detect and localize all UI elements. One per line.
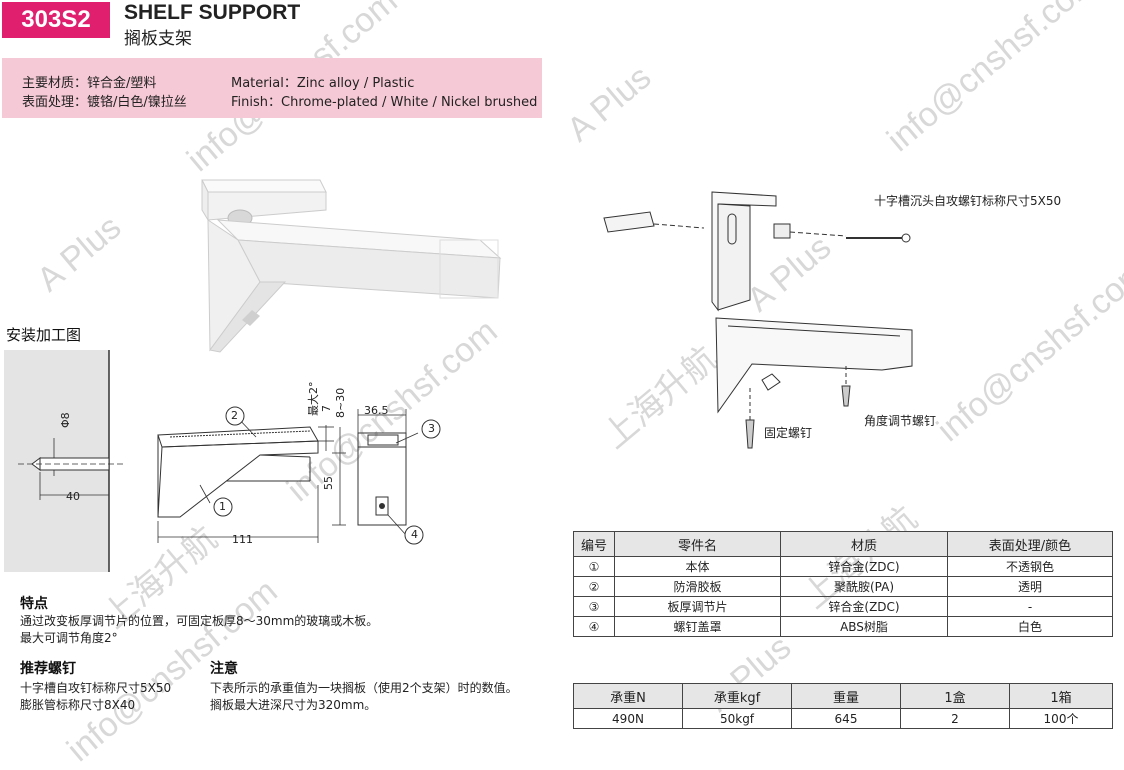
features-line-1: 通过改变板厚调节片的位置，可固定板厚8～30mm的玻璃或木板。 — [20, 614, 379, 628]
table-header-cell: 表面处理/颜色 — [947, 531, 1113, 557]
spec-material-en: Material：Zinc alloy / Plastic — [231, 76, 415, 91]
screw-label: 十字槽沉头自攻螺钉标称尺寸5X50 — [874, 194, 1062, 208]
features-line-2: 最大可调节角度2° — [20, 631, 118, 645]
dim-55: 55 — [322, 476, 335, 490]
screws-line-1: 十字槽自攻钉标称尺寸5X50 — [20, 681, 172, 695]
watermark-brand: A Plus — [560, 58, 659, 150]
parts-table: 编号 零件名 材质 表面处理/颜色 ① 本体 锌合金(ZDC) 不透钢色 ② 防… — [573, 531, 1113, 637]
dim-7: 7 — [320, 405, 333, 412]
table-cell: ③ — [573, 596, 615, 617]
table-cell: 本体 — [614, 556, 781, 577]
title-chinese: 搁板支架 — [124, 29, 192, 49]
exploded-view — [603, 191, 913, 449]
table-header-cell: 承重N — [573, 683, 683, 709]
install-drawing — [4, 350, 124, 572]
table-cell: 100个 — [1009, 708, 1113, 729]
screws-line-2: 膨胀管标称尺寸8X40 — [20, 698, 136, 712]
table-cell: 锌合金(ZDC) — [780, 556, 948, 577]
screws-title: 推荐螺钉 — [20, 661, 76, 677]
hole-diameter-label: Φ8 — [59, 412, 72, 428]
table-cell: 不透钢色 — [947, 556, 1113, 577]
spec-finish-en: Finish：Chrome-plated / White / Nickel br… — [231, 95, 538, 110]
table-cell: 645 — [791, 708, 901, 729]
table-cell: 50kgf — [682, 708, 792, 729]
table-cell: 防滑胶板 — [614, 576, 781, 597]
table-row: ④ 螺钉盖罩 ABS树脂 白色 — [573, 616, 1113, 637]
table-header-cell: 承重kgf — [682, 683, 792, 709]
table-cell: 透明 — [947, 576, 1113, 597]
hole-depth-label: 40 — [66, 490, 80, 503]
table-row: ② 防滑胶板 聚酰胺(PA) 透明 — [573, 576, 1113, 597]
table-header-cell: 编号 — [573, 531, 615, 557]
table-cell: - — [947, 596, 1113, 617]
callout-4: 4 — [411, 528, 418, 541]
table-cell: 锌合金(ZDC) — [780, 596, 948, 617]
table-cell: 聚酰胺(PA) — [780, 576, 948, 597]
dim-max-angle: 最大2° — [307, 381, 320, 417]
table-cell: ④ — [573, 616, 615, 637]
table-cell: 490N — [573, 708, 683, 729]
watermark-email: info@cnshsf.com — [880, 0, 1105, 160]
dim-111: 111 — [232, 533, 253, 546]
load-table: 承重N 承重kgf 重量 1盒 1箱 490N 50kgf 645 2 100个 — [573, 683, 1113, 729]
callout-1: 1 — [219, 500, 226, 513]
table-header-cell: 材质 — [780, 531, 948, 557]
spec-finish-cn: 表面处理：镀铬/白色/镍拉丝 — [22, 95, 187, 110]
callout-2: 2 — [231, 409, 238, 422]
dim-8-30: 8~30 — [334, 387, 347, 418]
table-header-cell: 1箱 — [1009, 683, 1113, 709]
dim-36-5: 36.5 — [364, 404, 389, 417]
features-title: 特点 — [20, 596, 48, 612]
table-cell: 螺钉盖罩 — [614, 616, 781, 637]
table-header-row: 编号 零件名 材质 表面处理/颜色 — [573, 531, 1113, 557]
table-cell: 板厚调节片 — [614, 596, 781, 617]
watermark-brand: A Plus — [30, 208, 129, 300]
install-title: 安装加工图 — [6, 326, 82, 344]
table-header-cell: 1盒 — [900, 683, 1010, 709]
product-code-badge: 303S2 — [2, 2, 110, 38]
notes-title: 注意 — [210, 661, 238, 677]
table-row: 490N 50kgf 645 2 100个 — [573, 708, 1113, 729]
callout-3: 3 — [428, 422, 435, 435]
table-row: ① 本体 锌合金(ZDC) 不透钢色 — [573, 556, 1113, 577]
table-cell: ② — [573, 576, 615, 597]
table-cell: 2 — [900, 708, 1010, 729]
technical-drawing — [157, 406, 441, 545]
table-cell: ① — [573, 556, 615, 577]
table-header-row: 承重N 承重kgf 重量 1盒 1箱 — [573, 683, 1113, 709]
table-cell: 白色 — [947, 616, 1113, 637]
angle-screw-label: 角度调节螺钉 — [864, 414, 937, 428]
product-render — [201, 179, 502, 353]
title-english: SHELF SUPPORT — [124, 1, 301, 24]
table-header-cell: 零件名 — [614, 531, 781, 557]
table-header-cell: 重量 — [791, 683, 901, 709]
fix-screw-label: 固定螺钉 — [764, 426, 813, 440]
spec-band — [2, 58, 542, 118]
spec-material-cn: 主要材质：锌合金/塑料 — [22, 76, 157, 91]
notes-line-2: 搁板最大进深尺寸为320mm。 — [210, 698, 377, 712]
table-cell: ABS树脂 — [780, 616, 948, 637]
notes-line-1: 下表所示的承重值为一块搁板（使用2个支架）时的数值。 — [210, 681, 518, 695]
table-row: ③ 板厚调节片 锌合金(ZDC) - — [573, 596, 1113, 617]
watermark-email: info@cnshsf.com — [930, 252, 1124, 450]
